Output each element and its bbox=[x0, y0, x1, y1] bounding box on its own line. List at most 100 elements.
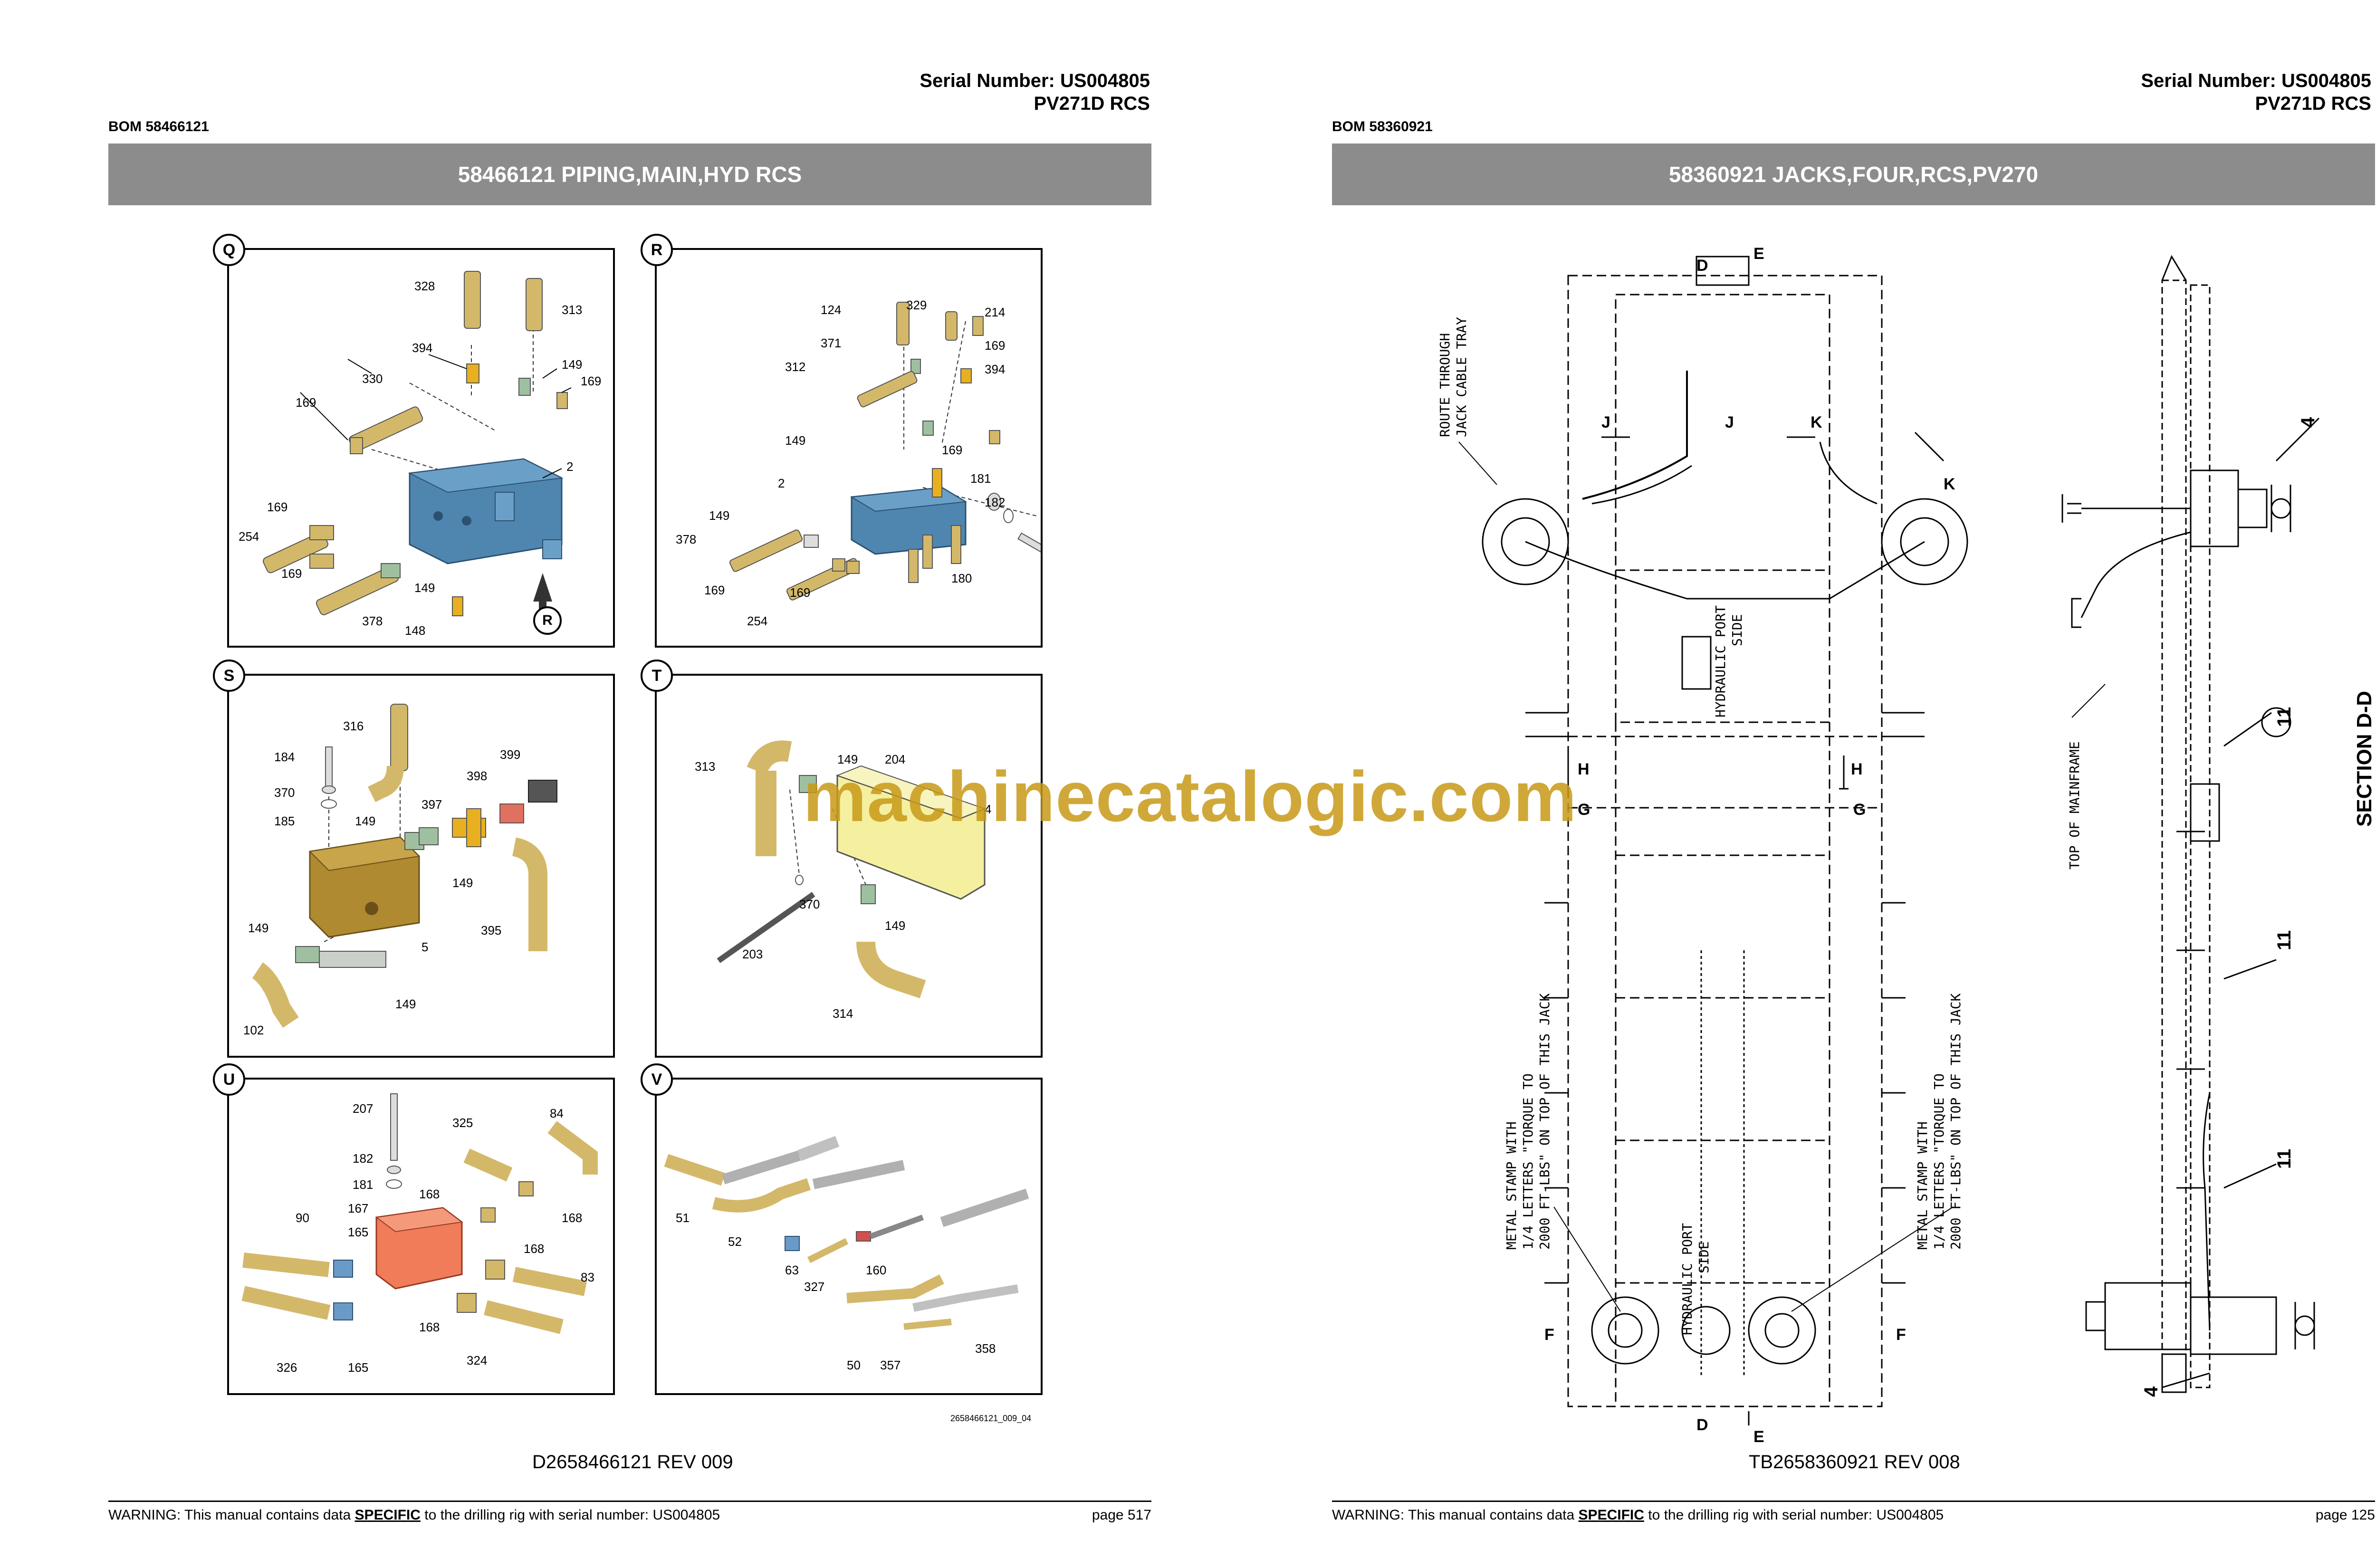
callout-t-370: 370 bbox=[799, 897, 820, 911]
callout-r-149a: 149 bbox=[785, 433, 805, 448]
callout-s-395: 395 bbox=[481, 923, 501, 937]
section-letter-e-bottom: E bbox=[1753, 1428, 1764, 1446]
callout-u-325: 325 bbox=[452, 1116, 473, 1130]
callout-r-169a: 169 bbox=[985, 338, 1005, 353]
note-route-line2: JACK CABLE TRAY bbox=[1454, 317, 1469, 437]
drawing-id: TB2658360921 REV 008 bbox=[1749, 1452, 1960, 1472]
callout-q-378: 378 bbox=[362, 614, 383, 628]
callout-r-254: 254 bbox=[747, 614, 767, 628]
frame-inner-upper bbox=[1615, 294, 1830, 723]
callout-t-204: 204 bbox=[885, 752, 905, 766]
callout-t-149b: 149 bbox=[885, 918, 905, 933]
callout-r-169c: 169 bbox=[704, 583, 725, 597]
callout-r-181: 181 bbox=[970, 471, 991, 486]
callout-q-148: 148 bbox=[405, 623, 425, 638]
callout-s-149a: 149 bbox=[355, 814, 375, 828]
callout-r-394: 394 bbox=[985, 362, 1005, 376]
callout-u-90: 90 bbox=[296, 1211, 309, 1225]
note-hyd-port-top-line2: SIDE bbox=[1729, 614, 1745, 646]
panel-r: 124 329 214 371 169 312 394 149 169 181 … bbox=[641, 234, 1043, 648]
callout-u-324: 324 bbox=[467, 1353, 487, 1367]
note-stamp-left-line3: 2000 FT-LBS" ON TOP OF THIS JACK bbox=[1537, 993, 1552, 1250]
footer-warning-emphasis: SPECIFIC bbox=[1578, 1507, 1644, 1523]
callout-q-149: 149 bbox=[562, 357, 582, 372]
callout-s-184: 184 bbox=[274, 750, 295, 764]
callout-u-83: 83 bbox=[581, 1270, 594, 1284]
footer: WARNING: This manual contains data SPECI… bbox=[108, 1507, 1151, 1523]
footer: WARNING: This manual contains data SPECI… bbox=[1332, 1507, 2375, 1523]
panel-u: 207 325 84 182 181 168 167 168 90 165 16… bbox=[213, 1063, 615, 1395]
item-11-middle: 11 bbox=[2274, 930, 2295, 950]
note-hyd-port-bottom-line1: HYDRAULIC PORT bbox=[1679, 1223, 1695, 1335]
panel-r-drawing: 124 329 214 371 169 312 394 149 169 181 … bbox=[676, 298, 1041, 628]
callout-v-50: 50 bbox=[847, 1358, 861, 1372]
footer-warning-prefix: WARNING: This manual contains data bbox=[1332, 1507, 1579, 1523]
section-letter-k-left: K bbox=[1811, 413, 1822, 431]
callout-r-169b: 169 bbox=[942, 443, 962, 457]
callout-u-326: 326 bbox=[277, 1360, 297, 1375]
panel-s-label: S bbox=[213, 660, 245, 692]
drawing-id: D2658466121 REV 009 bbox=[532, 1452, 733, 1472]
footer-warning-prefix: WARNING: This manual contains data bbox=[108, 1507, 355, 1523]
callout-u-168d: 168 bbox=[419, 1320, 440, 1334]
footer-warning-emphasis: SPECIFIC bbox=[354, 1507, 421, 1523]
panel-q-arrow-label: R bbox=[533, 606, 562, 635]
callout-t-203: 203 bbox=[742, 947, 763, 961]
note-hyd-port-bottom-line2: SIDE bbox=[1696, 1242, 1712, 1273]
callout-r-312: 312 bbox=[785, 360, 805, 374]
callout-s-398: 398 bbox=[467, 769, 487, 783]
callout-r-329: 329 bbox=[906, 298, 927, 312]
callout-q-313: 313 bbox=[562, 303, 582, 317]
section-letter-g-right: G bbox=[1853, 801, 1866, 819]
image-reference: 2658466121_009_04 bbox=[950, 1414, 1032, 1423]
callout-q-149b: 149 bbox=[414, 581, 435, 595]
callout-s-379: 102 bbox=[243, 1023, 264, 1037]
callout-s-102: 149 bbox=[395, 997, 416, 1011]
callout-q-330: 330 bbox=[362, 372, 383, 386]
frame-outline bbox=[1567, 275, 1883, 1407]
callout-s-399: 399 bbox=[500, 747, 520, 762]
callout-q-2: 2 bbox=[566, 459, 573, 474]
footer-rule bbox=[1332, 1501, 2375, 1502]
footer-warning: WARNING: This manual contains data SPECI… bbox=[108, 1507, 720, 1523]
panel-u-drawing: 207 325 84 182 181 168 167 168 90 165 16… bbox=[241, 1093, 598, 1375]
callout-u-165a: 165 bbox=[348, 1225, 368, 1239]
callout-t-149a: 149 bbox=[837, 752, 858, 766]
note-stamp-right-line3: 2000 FT-LBS" ON TOP OF THIS JACK bbox=[1948, 993, 1964, 1250]
callout-t-313: 313 bbox=[695, 759, 715, 774]
section-letter-h-right: H bbox=[1851, 760, 1863, 778]
section-letter-k-right: K bbox=[1944, 475, 1955, 493]
callout-r-124: 124 bbox=[821, 303, 841, 317]
callout-q-169c: 169 bbox=[267, 500, 287, 514]
footer-warning-suffix: to the drilling rig with serial number: … bbox=[1644, 1507, 1944, 1523]
callout-v-63: 63 bbox=[785, 1263, 799, 1277]
section-title: 58360921 JACKS,FOUR,RCS,PV270 bbox=[1668, 162, 2039, 187]
serial-block: Serial Number: US004805 PV271D RCS bbox=[920, 69, 1150, 115]
callout-s-397: 397 bbox=[422, 797, 442, 812]
callout-r-378: 378 bbox=[676, 532, 696, 546]
callout-u-182: 182 bbox=[353, 1151, 373, 1166]
panel-s: 316 399 184 398 370 397 185 149 149 149 … bbox=[213, 660, 615, 1058]
callout-v-357: 357 bbox=[880, 1358, 901, 1372]
section-letter-h-left: H bbox=[1578, 760, 1590, 778]
panel-v-drawing: 51 52 63 327 160 50 357 358 bbox=[664, 1136, 1029, 1372]
item-11-upper: 11 bbox=[2274, 707, 2295, 727]
callout-s-316: 316 bbox=[343, 719, 364, 733]
callout-r-182: 182 bbox=[985, 495, 1005, 509]
callout-s-5: 5 bbox=[422, 940, 428, 954]
model-name: PV271D RCS bbox=[2255, 93, 2371, 114]
callout-q-394: 394 bbox=[412, 341, 432, 355]
panel-v-label: V bbox=[641, 1063, 673, 1096]
panel-s-drawing: 316 399 184 398 370 397 185 149 149 149 … bbox=[243, 704, 557, 1037]
callout-s-149c: 149 bbox=[248, 921, 268, 935]
callout-q-328: 328 bbox=[414, 279, 435, 293]
callout-q-169d: 169 bbox=[281, 566, 302, 581]
note-route-line1: ROUTE THROUGH bbox=[1437, 333, 1453, 437]
panel-q: 328 313 394 149 169 330 169 2 169 254 16… bbox=[213, 234, 615, 648]
callout-r-214: 214 bbox=[985, 305, 1005, 319]
callout-q-254: 254 bbox=[239, 529, 259, 544]
callout-v-327: 327 bbox=[804, 1280, 824, 1294]
section-title-banner: 58466121 PIPING,MAIN,HYD RCS bbox=[108, 143, 1151, 205]
callout-t-4: 4 bbox=[985, 802, 991, 816]
section-title: 58466121 PIPING,MAIN,HYD RCS bbox=[458, 162, 802, 187]
